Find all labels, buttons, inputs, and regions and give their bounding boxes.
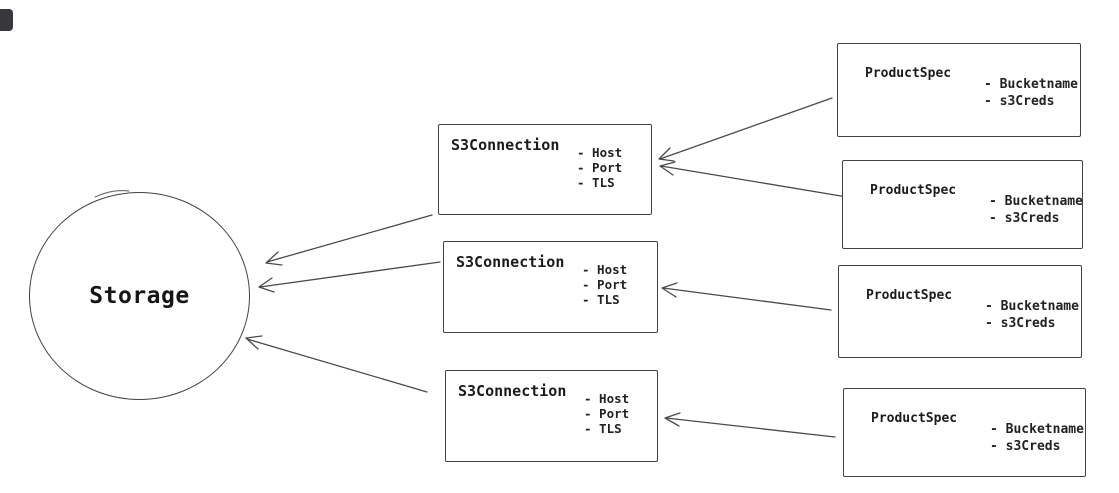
productspec-node-3[interactable]: ProductSpec - Bucketname - s3Creds (838, 265, 1082, 358)
attribute-bucketname: - Bucketname (985, 299, 1079, 314)
s3connection-node-2[interactable]: S3Connection - Host - Port - TLS (443, 241, 658, 333)
productspec-node-1[interactable]: ProductSpec - Bucketname - s3Creds (837, 43, 1081, 137)
node-title: ProductSpec (865, 66, 952, 81)
node-title: S3Connection (451, 136, 560, 154)
arrow-productspec2-to-s3connection1[interactable] (659, 161, 854, 199)
attribute-port: - Port (577, 160, 623, 175)
arrow-s3connection2-to-storage[interactable] (258, 261, 441, 293)
attribute-tls: - TLS (582, 292, 620, 307)
arrow-productspec3-to-s3connection2[interactable] (661, 282, 832, 311)
arrow-s3connection1-to-storage[interactable] (265, 214, 433, 266)
attribute-s3creds: - s3Creds (984, 94, 1055, 109)
attribute-port: - Port (584, 406, 630, 421)
attribute-bucketname: - Bucketname (989, 194, 1083, 209)
arrow-s3connection3-to-storage[interactable] (245, 335, 428, 393)
node-title: S3Connection (458, 382, 567, 400)
attribute-bucketname: - Bucketname (984, 77, 1078, 92)
cropped-toolbar-icon (0, 9, 13, 31)
attribute-host: - Host (584, 391, 630, 406)
storage-node[interactable]: Storage (29, 192, 250, 400)
attribute-bucketname: - Bucketname (990, 422, 1084, 437)
s3connection-node-1[interactable]: S3Connection - Host - Port - TLS (438, 124, 652, 215)
attribute-host: - Host (577, 145, 623, 160)
attribute-host: - Host (582, 262, 628, 277)
attribute-s3creds: - s3Creds (985, 316, 1056, 331)
productspec-node-4[interactable]: ProductSpec - Bucketname - s3Creds (843, 388, 1086, 477)
arrow-productspec1-to-s3connection1[interactable] (658, 97, 833, 162)
attribute-tls: - TLS (584, 421, 622, 436)
s3connection-node-3[interactable]: S3Connection - Host - Port - TLS (445, 370, 658, 462)
arrow-productspec4-to-s3connection3[interactable] (664, 412, 836, 438)
node-title: S3Connection (456, 253, 565, 271)
attribute-tls: - TLS (577, 175, 615, 190)
attribute-s3creds: - s3Creds (990, 439, 1061, 454)
productspec-node-2[interactable]: ProductSpec - Bucketname - s3Creds (842, 160, 1083, 249)
storage-label: Storage (89, 283, 190, 309)
attribute-s3creds: - s3Creds (989, 211, 1060, 226)
attribute-port: - Port (582, 277, 628, 292)
node-title: ProductSpec (871, 411, 958, 426)
node-title: ProductSpec (870, 183, 957, 198)
node-title: ProductSpec (866, 288, 953, 303)
circle-sketch-stroke (94, 190, 130, 198)
